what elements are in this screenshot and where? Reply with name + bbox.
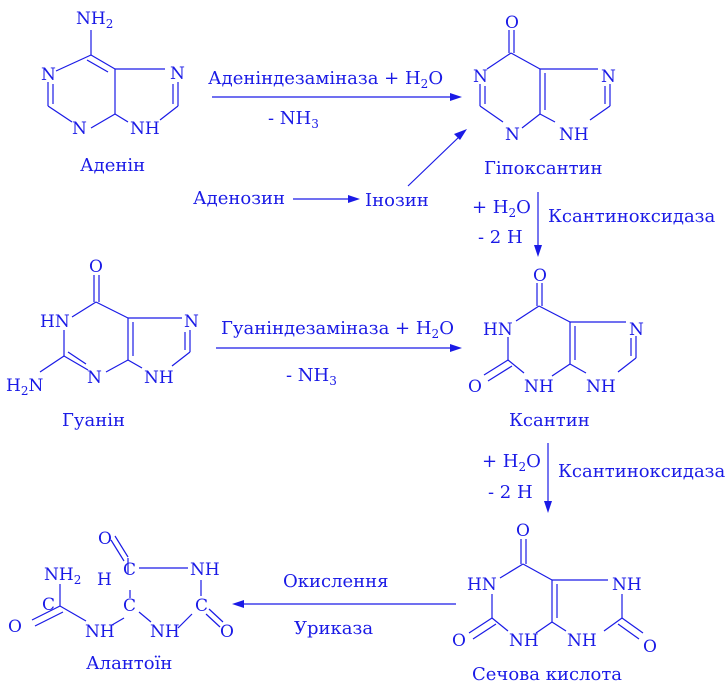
atom-nh: NH (85, 622, 115, 642)
label-adenine: Аденін (80, 155, 145, 176)
label-oxidation: Окислення (283, 571, 389, 592)
arrow-inosine-hypoxanthine (407, 135, 461, 187)
atom-c: C (195, 596, 208, 616)
label-minus-2h: - 2 H (478, 227, 523, 248)
label-minus-nh3: - NH3 (286, 365, 337, 388)
label-hypoxanthine: Гіпоксантин (484, 158, 603, 179)
label-uricase: Уриказа (294, 618, 373, 639)
atom-n: N (170, 64, 185, 84)
atom-hn: HN (483, 320, 513, 340)
atom-c: C (123, 596, 136, 616)
atom-o: O (516, 521, 530, 541)
label-guanine-deaminase: Гуаніндезаміназа + H2O (221, 318, 454, 341)
atom-o: O (452, 631, 466, 651)
atom-hn: HN (467, 575, 497, 595)
atom-hn: HN (40, 312, 70, 332)
atom-o: O (533, 266, 547, 286)
label-plus-h2o: + H2O (482, 451, 541, 474)
atom-n: N (473, 67, 488, 87)
atom-nh: NH (586, 377, 616, 397)
arrowhead (454, 129, 467, 140)
atom-o: O (505, 13, 519, 33)
allantoin-structure: NH2 C O NH O C H C NH C NH O (8, 529, 234, 642)
arrowhead (544, 501, 552, 513)
atom-c: C (42, 595, 55, 615)
atom-o: O (98, 529, 112, 549)
arrowhead (232, 600, 244, 608)
atom-o: O (8, 617, 22, 637)
label-adenosine: Аденозин (193, 188, 285, 209)
amino-group: NH2 (44, 565, 81, 587)
atom-nh: NH (524, 377, 554, 397)
amino-group: H2N (6, 376, 43, 398)
atom-o: O (468, 377, 482, 397)
label-plus-h2o: + H2O (472, 197, 531, 220)
atom-nh: NH (559, 125, 589, 145)
atom-n: N (629, 320, 644, 340)
atom-o: O (220, 622, 234, 642)
label-allantoin: Алантоїн (86, 653, 172, 674)
label-xanthine-oxidase-2: Ксантиноксидаза (558, 461, 725, 482)
atom-nh: NH (612, 575, 642, 595)
atom-n: N (601, 67, 616, 87)
arrowhead (534, 245, 542, 257)
label-xanthine: Ксантин (509, 410, 590, 431)
atom-n: N (72, 119, 87, 139)
atom-c: C (123, 560, 136, 580)
arrowhead (348, 195, 360, 203)
atom-n: N (505, 125, 520, 145)
label-uric-acid: Сечова кислота (472, 664, 622, 685)
uric-acid-structure: O HN NH O NH NH O (452, 521, 657, 657)
atom-nh: NH (130, 119, 160, 139)
xanthine-structure: O HN N O NH NH (468, 266, 644, 397)
atom-h: H (97, 570, 112, 590)
label-inosine: Інозин (365, 190, 429, 211)
atom-o: O (89, 257, 103, 277)
atom-nh: NH (144, 368, 174, 388)
atom-n: N (41, 65, 56, 85)
atom-nh: NH (150, 622, 180, 642)
atom-n: N (184, 312, 199, 332)
label-guanine: Гуанін (62, 410, 125, 431)
atom-nh: NH (509, 631, 539, 651)
label-minus-nh3: - NH3 (268, 108, 319, 131)
adenine-structure: NH2 N N N NH (41, 9, 185, 139)
guanine-structure: O HN N N NH H2N (6, 257, 199, 398)
label-minus-2h: - 2 H (488, 482, 533, 503)
atom-nh: NH (190, 560, 220, 580)
arrowhead (450, 344, 462, 352)
hypoxanthine-structure: O N N N NH (473, 13, 616, 145)
arrowhead (450, 93, 462, 101)
atom-o: O (643, 637, 657, 657)
atom-n: N (87, 368, 102, 388)
amino-group: NH2 (76, 9, 113, 31)
atom-nh: NH (567, 631, 597, 651)
label-xanthine-oxidase-1: Ксантиноксидаза (548, 206, 715, 227)
label-adenine-deaminase: Аденіндезаміназа + H2O (208, 68, 443, 91)
